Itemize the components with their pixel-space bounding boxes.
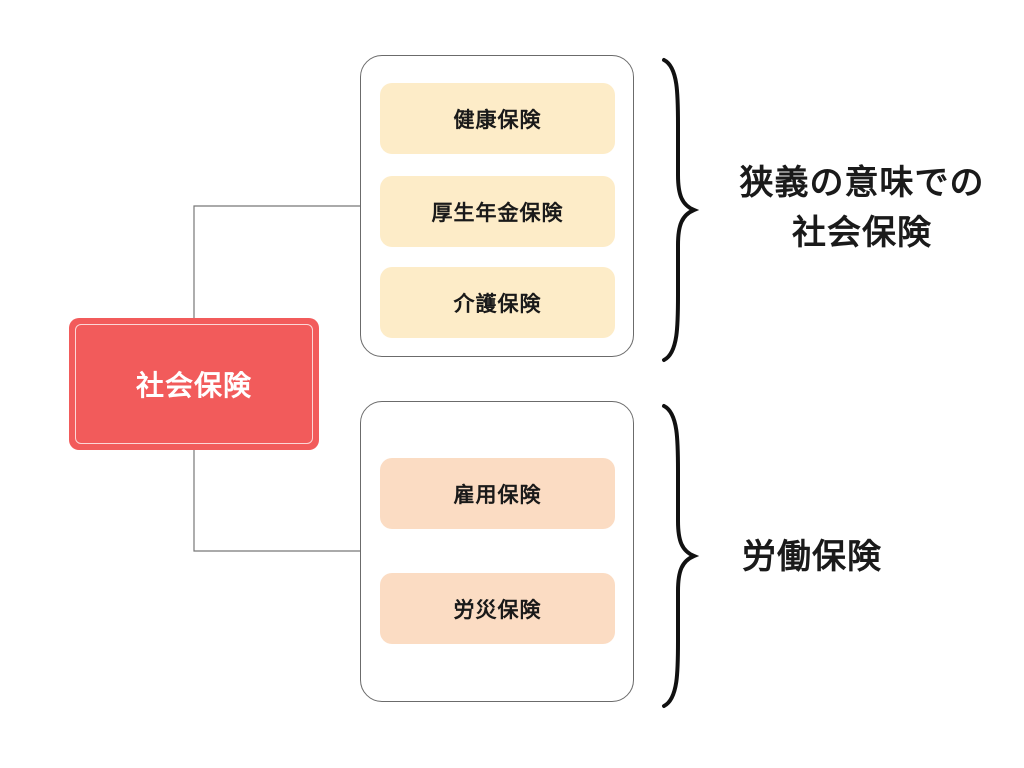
- brace-labor-group: [662, 404, 700, 708]
- group-box-labor-insurance: 雇用保険 労災保険: [360, 401, 634, 702]
- connector-to-narrow-group: [193, 205, 360, 318]
- brace-label-narrow-social-insurance: 狭義の意味での 社会保険: [712, 158, 1012, 258]
- item-employees-pension-insurance: 厚生年金保険: [380, 176, 615, 247]
- brace-label-labor-insurance: 労働保険: [712, 532, 912, 582]
- item-long-term-care-insurance: 介護保険: [380, 267, 615, 338]
- item-workers-accident-insurance: 労災保険: [380, 573, 615, 644]
- connector-to-labor-group: [193, 450, 360, 552]
- item-health-insurance: 健康保険: [380, 83, 615, 154]
- brace-label-line-1: 労働保険: [742, 537, 882, 577]
- group-box-narrow-social-insurance: 健康保険 厚生年金保険 介護保険: [360, 55, 634, 357]
- root-node-social-insurance: 社会保険: [69, 318, 319, 450]
- brace-label-line-1: 狭義の意味での: [739, 163, 985, 203]
- item-employment-insurance: 雇用保険: [380, 458, 615, 529]
- root-node-label: 社会保険: [75, 324, 313, 444]
- brace-label-line-2: 社会保険: [792, 213, 932, 253]
- brace-narrow-group: [662, 58, 700, 362]
